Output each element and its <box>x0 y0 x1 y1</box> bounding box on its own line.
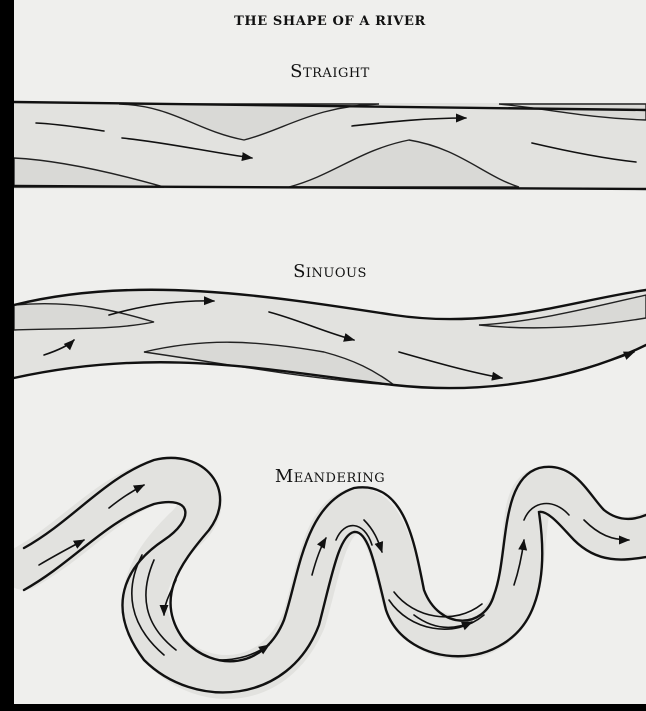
sinuous-river <box>14 290 646 388</box>
label-sinuous: Sinuous <box>14 261 646 282</box>
straight-river <box>14 102 646 189</box>
meandering-channel <box>24 480 646 677</box>
label-straight: Straight <box>14 61 646 82</box>
label-meandering: Meandering <box>14 466 646 487</box>
diagram-title: THE SHAPE OF A RIVER <box>14 14 646 29</box>
paper: THE SHAPE OF A RIVER Straight Sinuous Me… <box>14 0 646 704</box>
meandering-river <box>24 458 646 692</box>
river-diagram <box>14 0 646 704</box>
